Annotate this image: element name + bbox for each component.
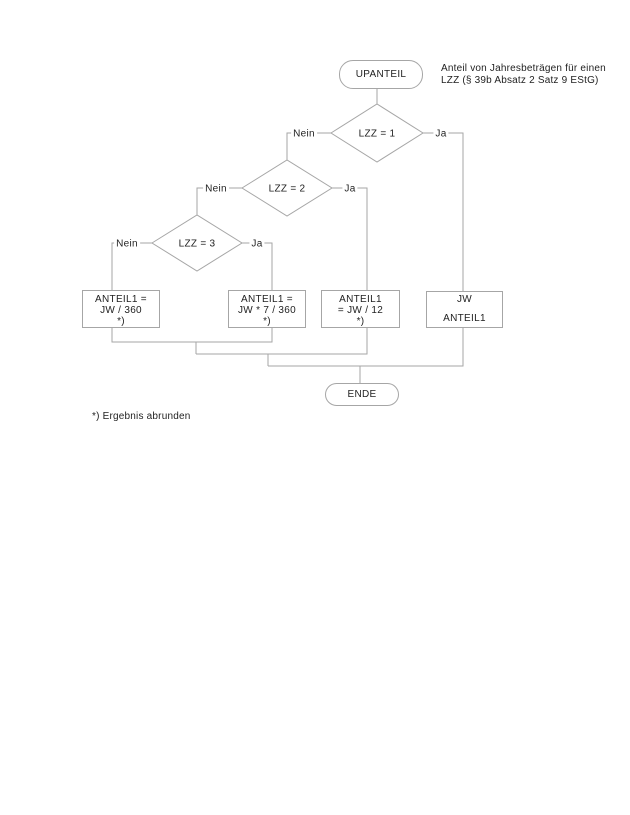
header-note-line2: LZZ (§ 39b Absatz 2 Satz 9 EStG) xyxy=(441,75,599,86)
connector-merge-box4 xyxy=(268,328,464,367)
assign-box-target: ANTEIL1 xyxy=(443,313,486,324)
assign-box-source: JW xyxy=(456,294,473,305)
connector-lzz3-nein xyxy=(111,242,152,290)
connector-merge-box1-box2 xyxy=(111,328,273,343)
process-box-jw-12-line2: = JW / 12 xyxy=(337,305,384,316)
branch-lzz2-nein-label: Nein xyxy=(203,183,229,195)
start-node: UPANTEIL xyxy=(339,60,423,89)
end-node: ENDE xyxy=(325,383,399,406)
assign-box: JW ANTEIL1 xyxy=(426,291,503,328)
branch-lzz2-ja-label: Ja xyxy=(342,183,358,195)
process-box-jw-12-line3: *) xyxy=(356,316,365,327)
connector-merge-box3 xyxy=(196,328,368,355)
process-box-jw7-360-line1: ANTEIL1 = xyxy=(241,294,293,305)
decision-lzz1-label: LZZ = 1 xyxy=(358,128,396,140)
connector-lzz1-ja xyxy=(423,132,464,291)
process-box-jw-360: ANTEIL1 = JW / 360 *) xyxy=(82,290,160,328)
start-node-label: UPANTEIL xyxy=(355,69,407,80)
process-box-jw7-360: ANTEIL1 = JW * 7 / 360 *) xyxy=(228,290,306,328)
process-box-jw7-360-line2: JW * 7 / 360 xyxy=(237,305,297,316)
footnote: *) Ergebnis abrunden xyxy=(92,411,191,422)
process-box-jw-12-line1: ANTEIL1 xyxy=(339,294,382,305)
process-box-jw-360-line3: *) xyxy=(117,316,125,327)
branch-lzz1-ja-label: Ja xyxy=(433,128,449,140)
branch-lzz1-nein-label: Nein xyxy=(291,128,317,140)
decision-lzz2-label: LZZ = 2 xyxy=(268,183,306,195)
process-box-jw7-360-line3: *) xyxy=(263,316,271,327)
process-box-jw-360-line2: JW / 360 xyxy=(100,305,142,316)
process-box-jw-12: ANTEIL1 = JW / 12 *) xyxy=(321,290,400,328)
branch-lzz3-ja-label: Ja xyxy=(249,238,265,250)
connector-lzz2-ja xyxy=(332,187,368,291)
branch-lzz3-nein-label: Nein xyxy=(114,238,140,250)
process-box-jw-360-line1: ANTEIL1 = xyxy=(95,294,147,305)
header-note-line1: Anteil von Jahresbeträgen für einen xyxy=(441,63,606,74)
header-note: Anteil von Jahresbeträgen für einen LZZ … xyxy=(441,63,606,87)
connector-lzz3-ja xyxy=(242,242,273,290)
decision-lzz3-label: LZZ = 3 xyxy=(178,238,216,250)
end-node-label: ENDE xyxy=(347,389,377,400)
